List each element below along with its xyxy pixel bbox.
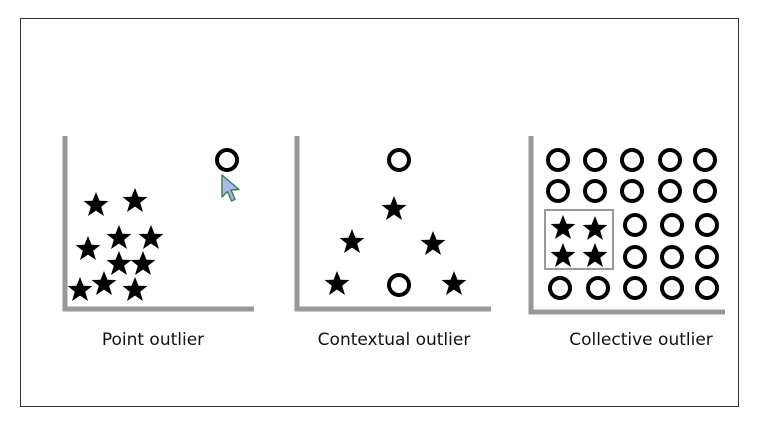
- star-icon: [122, 277, 148, 301]
- star-icon: [130, 251, 156, 275]
- circle-icon: [586, 276, 610, 300]
- circle-icon: [660, 245, 684, 269]
- star-icon: [441, 271, 467, 295]
- panel-point-outlier: [62, 136, 254, 312]
- circle-icon: [693, 179, 717, 203]
- circle-icon: [623, 213, 647, 237]
- star-icon: [550, 243, 576, 267]
- star-icon: [138, 225, 164, 249]
- star-icon: [381, 196, 407, 220]
- axis: [528, 136, 725, 315]
- circle-icon: [387, 273, 411, 297]
- star-icon: [582, 216, 608, 240]
- star-icon: [106, 225, 132, 249]
- axis: [62, 136, 254, 312]
- axis: [294, 136, 491, 312]
- mouse-pointer-icon: [221, 174, 240, 202]
- star-icon: [550, 215, 576, 239]
- caption-contextual-outlier: Contextual outlier: [317, 330, 471, 350]
- circle-icon: [693, 148, 717, 172]
- circle-icon: [548, 276, 572, 300]
- caption-collective-outlier: Collective outlier: [569, 330, 713, 350]
- circle-icon: [583, 148, 607, 172]
- star-icon: [324, 271, 350, 295]
- circle-icon: [620, 179, 644, 203]
- circle-icon: [695, 245, 719, 269]
- circle-icon: [660, 276, 684, 300]
- star-icon: [91, 271, 117, 295]
- circle-icon: [387, 148, 411, 172]
- circle-icon: [658, 179, 682, 203]
- star-icon: [420, 231, 446, 255]
- circle-icon: [623, 245, 647, 269]
- caption-point-outlier: Point outlier: [101, 330, 205, 350]
- star-icon: [75, 236, 101, 260]
- highlight-box: [544, 209, 614, 270]
- star-icon: [67, 277, 93, 301]
- panel-collective-outlier: [528, 136, 725, 315]
- star-icon: [106, 251, 132, 275]
- circle-icon: [620, 148, 644, 172]
- panel-contextual-outlier: [294, 136, 491, 312]
- circle-icon: [660, 213, 684, 237]
- star-icon: [122, 188, 148, 212]
- star-icon: [83, 192, 109, 216]
- slide-frame: [20, 18, 739, 407]
- circle-icon: [215, 148, 239, 172]
- circle-icon: [623, 276, 647, 300]
- circle-icon: [695, 213, 719, 237]
- circle-icon: [546, 148, 570, 172]
- circle-icon: [658, 148, 682, 172]
- star-icon: [339, 229, 365, 253]
- star-icon: [582, 243, 608, 267]
- circle-icon: [695, 276, 719, 300]
- circle-icon: [546, 179, 570, 203]
- circle-icon: [583, 179, 607, 203]
